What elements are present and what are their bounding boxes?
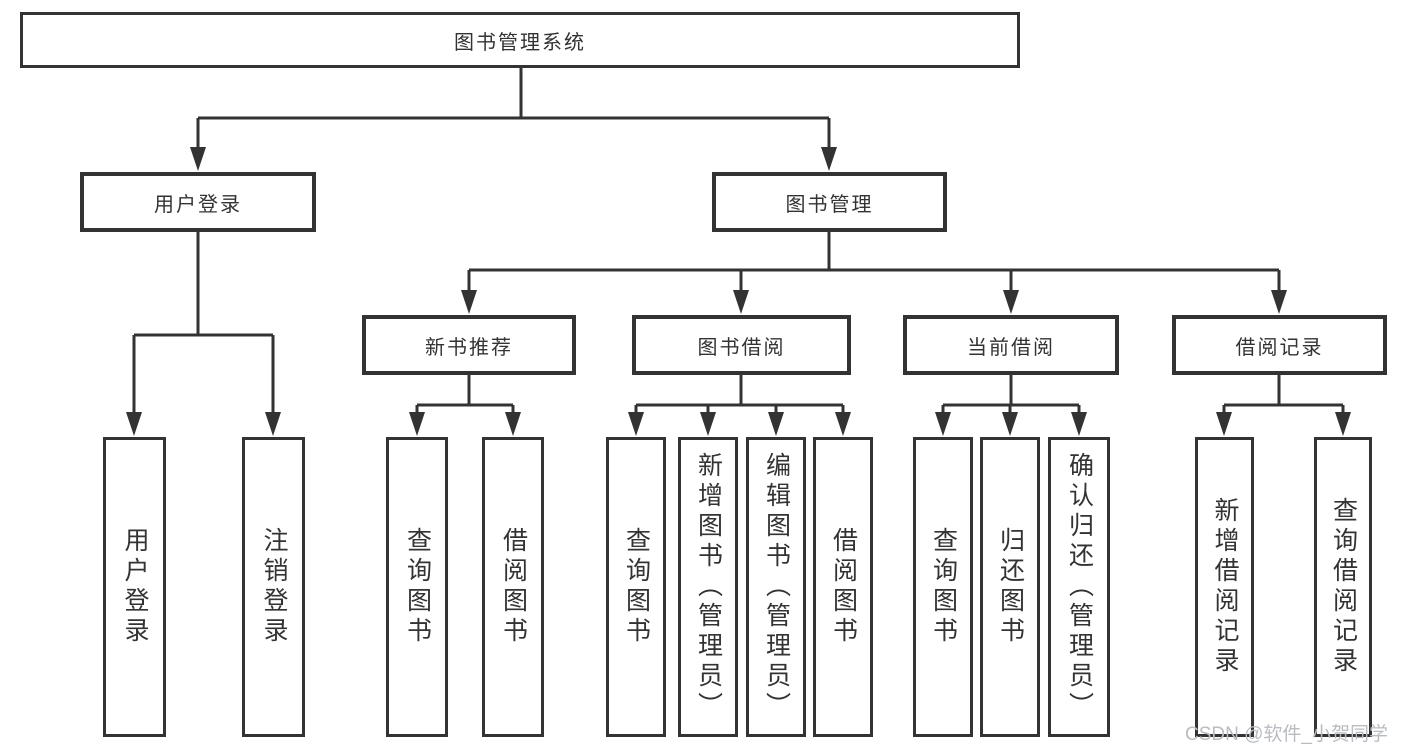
node-query-books-1: 查询图书: [386, 437, 448, 737]
node-book-borrowing: 图书借阅: [632, 315, 851, 375]
node-label: 新书推荐: [425, 336, 513, 359]
node-return-books: 归还图书: [980, 437, 1040, 737]
node-query-books-2: 查询图书: [606, 437, 666, 737]
node-logout: 注销登录: [242, 437, 305, 737]
node-label: 新增图书（管理员）: [694, 452, 723, 722]
node-label: 图书管理系统: [454, 31, 586, 54]
node-label: 查询图书: [622, 527, 651, 647]
node-borrowing-records: 借阅记录: [1172, 315, 1387, 375]
watermark-text: CSDN @软件_小贺同学: [1185, 724, 1388, 745]
node-label: 查询借阅记录: [1329, 497, 1358, 677]
node-label: 借阅记录: [1235, 336, 1324, 359]
node-new-book-recommendation: 新书推荐: [362, 315, 576, 375]
node-user-login-leaf: 用户登录: [103, 437, 166, 737]
node-label: 借阅图书: [499, 527, 528, 647]
node-query-books-3: 查询图书: [913, 437, 973, 737]
node-label: 用户登录: [154, 193, 242, 216]
node-label: 编辑图书（管理员）: [762, 452, 791, 722]
node-borrow-books-1: 借阅图书: [482, 437, 544, 737]
node-add-book-admin: 新增图书（管理员）: [678, 437, 738, 737]
node-label: 图书借阅: [697, 336, 786, 359]
node-label: 图书管理: [785, 193, 874, 216]
node-label: 用户登录: [121, 527, 149, 647]
node-book-management: 图书管理: [712, 172, 947, 232]
node-label: 当前借阅: [967, 336, 1055, 359]
node-label: 借阅图书: [829, 527, 858, 647]
node-label: 查询图书: [929, 527, 958, 647]
node-label: 查询图书: [403, 527, 432, 647]
node-label: 归还图书: [996, 527, 1025, 647]
node-label: 注销登录: [260, 527, 288, 647]
node-borrow-books-2: 借阅图书: [813, 437, 873, 737]
node-label: 新增借阅记录: [1211, 497, 1239, 677]
node-add-borrow-record: 新增借阅记录: [1195, 437, 1254, 737]
node-confirm-return-admin: 确认归还（管理员）: [1048, 437, 1110, 737]
node-edit-book-admin: 编辑图书（管理员）: [746, 437, 806, 737]
node-label: 确认归还（管理员）: [1065, 452, 1094, 722]
node-library-management-system: 图书管理系统: [20, 12, 1020, 68]
node-current-borrowing: 当前借阅: [903, 315, 1119, 375]
node-query-borrow-record: 查询借阅记录: [1314, 437, 1372, 737]
node-user-login: 用户登录: [80, 172, 316, 232]
